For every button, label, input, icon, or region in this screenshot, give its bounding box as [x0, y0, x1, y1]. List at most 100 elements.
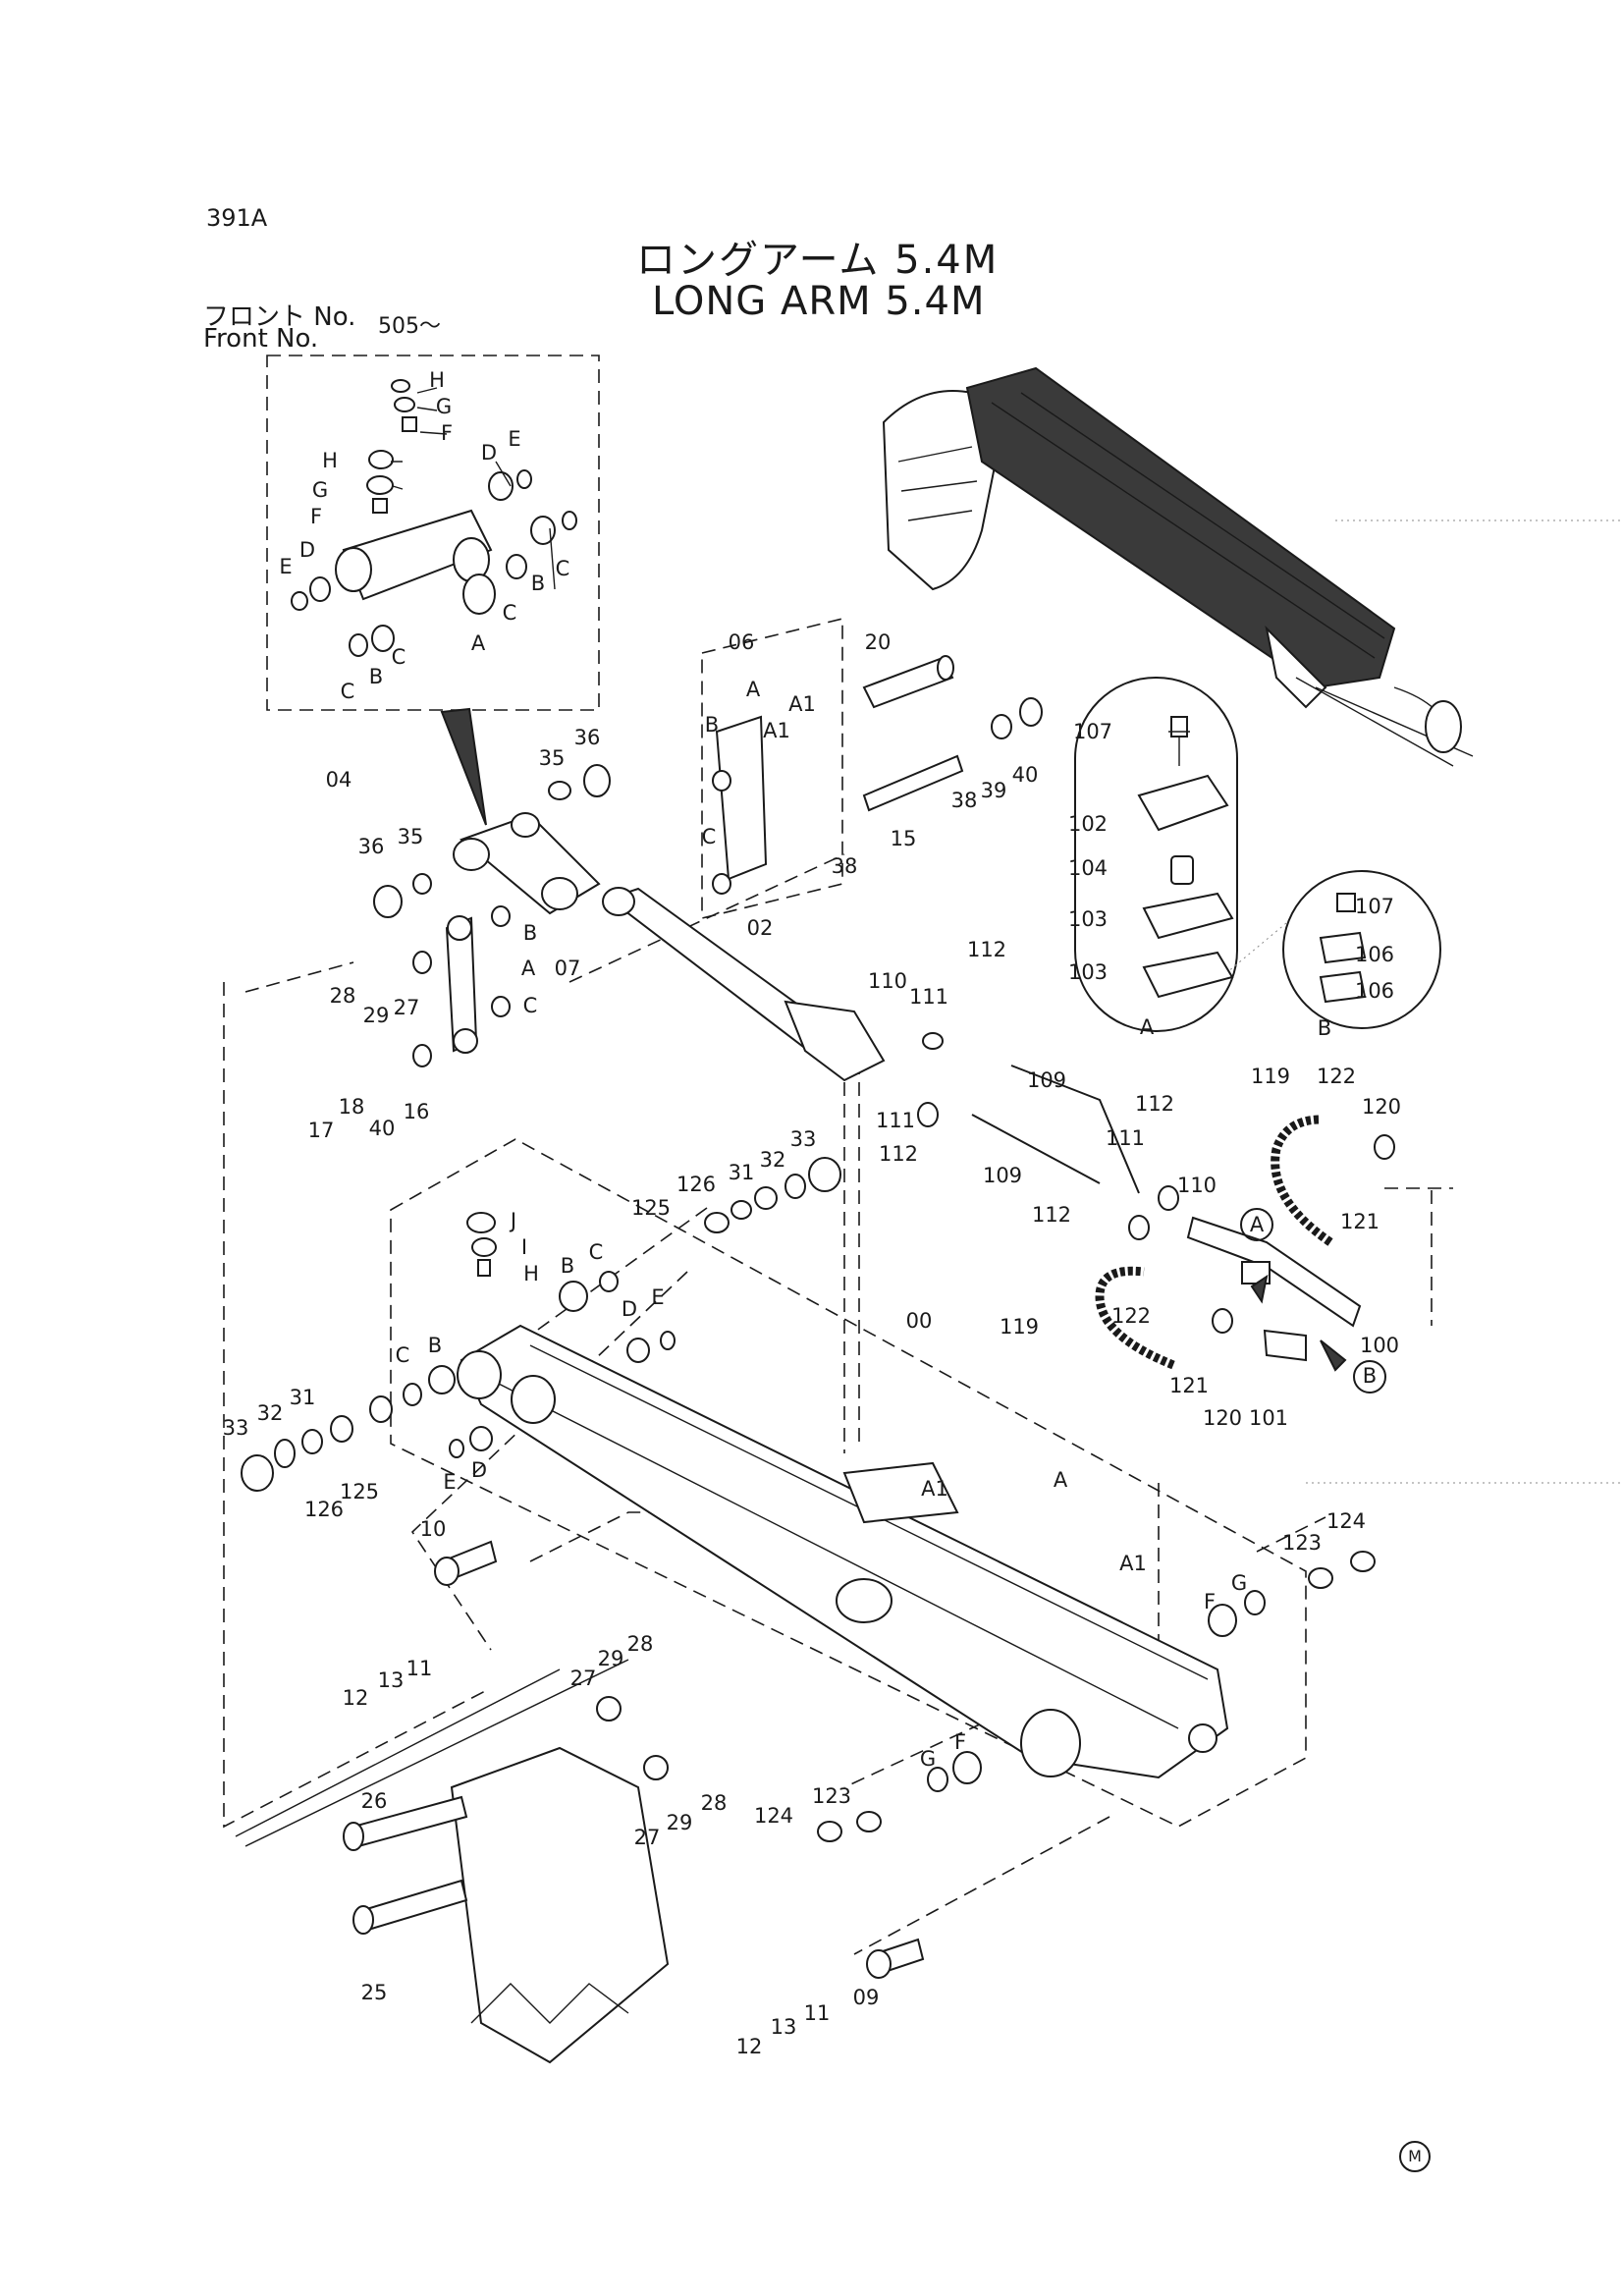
part-label-36-19: 36 — [574, 726, 601, 749]
part-label-109-52: 109 — [983, 1164, 1022, 1187]
detail-pointer-wedge — [440, 707, 487, 826]
part-label-b-115: B — [1318, 1016, 1331, 1040]
part-label-12-102: 12 — [736, 2035, 763, 2058]
part-label-12-83: 12 — [343, 1686, 369, 1710]
part-label-h-64: H — [523, 1262, 539, 1285]
part-label-e-9: E — [279, 555, 292, 578]
part-label-107-112: 107 — [1355, 895, 1394, 918]
part-label-102-107: 102 — [1068, 812, 1108, 836]
part-label-33-74: 33 — [223, 1416, 249, 1440]
part-label-a1-79: A1 — [921, 1477, 948, 1501]
part-label-g-96: G — [920, 1747, 936, 1771]
part-label-c-66: C — [589, 1240, 604, 1264]
part-label-38-33: 38 — [832, 854, 858, 878]
part-label-e-68: E — [651, 1285, 664, 1309]
part-label-26-100: 26 — [361, 1789, 388, 1813]
part-label-124-95: 124 — [1326, 1509, 1366, 1533]
part-label-27-41: 27 — [394, 996, 420, 1019]
part-label-39-30: 39 — [981, 779, 1007, 802]
part-label-g-93: G — [1231, 1571, 1247, 1595]
callout-a-circle — [1240, 1208, 1273, 1241]
part-label-103-110: 103 — [1068, 960, 1108, 984]
part-label-28-91: 28 — [701, 1791, 728, 1815]
part-label-09-105: 09 — [853, 1986, 880, 2009]
part-label-d-6: D — [481, 441, 497, 465]
clamp-detail-b-parts — [1319, 893, 1367, 1004]
part-label-38-29: 38 — [951, 789, 978, 812]
part-label-00-69: 00 — [906, 1309, 933, 1333]
detail-box-06 — [701, 617, 843, 920]
part-label-a-36: A — [521, 957, 536, 980]
part-label-15-32: 15 — [891, 827, 917, 850]
part-label-112-46: 112 — [967, 938, 1006, 961]
assembly-outlines — [223, 355, 1623, 1955]
part-label-13-84: 13 — [378, 1668, 405, 1692]
part-label-d-8: D — [299, 538, 315, 562]
part-label-122-121: 122 — [1111, 1304, 1151, 1328]
part-label-j-62: J — [509, 1209, 516, 1232]
part-label-16-45: 16 — [404, 1100, 430, 1123]
part-label-10-82: 10 — [420, 1517, 447, 1541]
part-label-29-87: 29 — [598, 1647, 624, 1670]
clamp-detail-a-parts — [1137, 716, 1234, 999]
part-label-100-125: 100 — [1360, 1334, 1399, 1357]
part-label-c-14: C — [392, 645, 406, 669]
part-label-121-122: 121 — [1169, 1374, 1209, 1397]
part-label-d-67: D — [622, 1297, 637, 1321]
part-label-a-111: A — [1140, 1015, 1155, 1039]
part-label-32-73: 32 — [257, 1401, 284, 1425]
part-label-32-60: 32 — [760, 1148, 786, 1172]
arm-assembly-box-00 — [390, 1138, 1307, 1828]
front-serial-range: 505～ — [378, 314, 441, 339]
part-label-35-21: 35 — [398, 825, 424, 848]
part-label-c-27: C — [702, 825, 717, 848]
part-label-b-65: B — [561, 1254, 574, 1278]
part-label-110-47: 110 — [868, 969, 907, 993]
part-label-119-120: 119 — [1000, 1315, 1039, 1339]
part-label-11-104: 11 — [804, 2001, 831, 2025]
part-label-13-103: 13 — [771, 2015, 797, 2039]
part-label-40-44: 40 — [369, 1117, 396, 1140]
part-label-a1-81: A1 — [1119, 1552, 1147, 1575]
part-label-a1-25: A1 — [763, 719, 790, 742]
part-label-a-23: A — [746, 678, 761, 701]
bucket-and-pins — [343, 1540, 925, 2064]
part-label-111-54: 111 — [1106, 1126, 1145, 1150]
part-label-f-2: F — [441, 421, 453, 445]
part-label-b-15: B — [369, 665, 383, 688]
part-label-29-40: 29 — [363, 1004, 390, 1027]
manual-mark-badge: M — [1399, 2141, 1431, 2172]
detail-frame-a — [1074, 677, 1238, 1032]
part-label-126-58: 126 — [676, 1173, 716, 1196]
part-label-126-77: 126 — [304, 1498, 344, 1521]
part-label-111-50: 111 — [876, 1109, 915, 1132]
part-label-07-37: 07 — [555, 957, 581, 980]
part-label-h-3: H — [322, 449, 338, 472]
part-label-112-53: 112 — [1135, 1092, 1174, 1116]
part-label-112-56: 112 — [1032, 1203, 1071, 1227]
piping-components — [917, 1032, 1395, 1372]
callout-label-a: A — [1250, 1213, 1265, 1236]
part-label-a1-24: A1 — [788, 692, 816, 716]
main-components — [373, 655, 1043, 1082]
part-label-125-57: 125 — [631, 1196, 671, 1220]
part-label-120-118: 120 — [1362, 1095, 1401, 1119]
part-label-g-1: G — [436, 395, 452, 418]
part-label-20-28: 20 — [865, 630, 892, 654]
part-label-17-42: 17 — [308, 1119, 335, 1142]
detail-04-link-parts — [291, 379, 577, 657]
part-label-33-61: 33 — [790, 1127, 817, 1151]
part-label-125-78: 125 — [340, 1480, 379, 1503]
detail-box-04 — [266, 355, 600, 711]
front-number-label-japanese: フロント No. — [203, 302, 356, 332]
part-label-36-20: 36 — [358, 835, 385, 858]
part-label-28-39: 28 — [330, 984, 356, 1008]
part-label-02-34: 02 — [747, 916, 774, 940]
part-label-e-75: E — [443, 1470, 456, 1494]
part-label-b-35: B — [523, 921, 537, 945]
part-label-103-109: 103 — [1068, 907, 1108, 931]
part-label-f-97: F — [954, 1730, 966, 1754]
part-label-31-72: 31 — [290, 1386, 316, 1409]
